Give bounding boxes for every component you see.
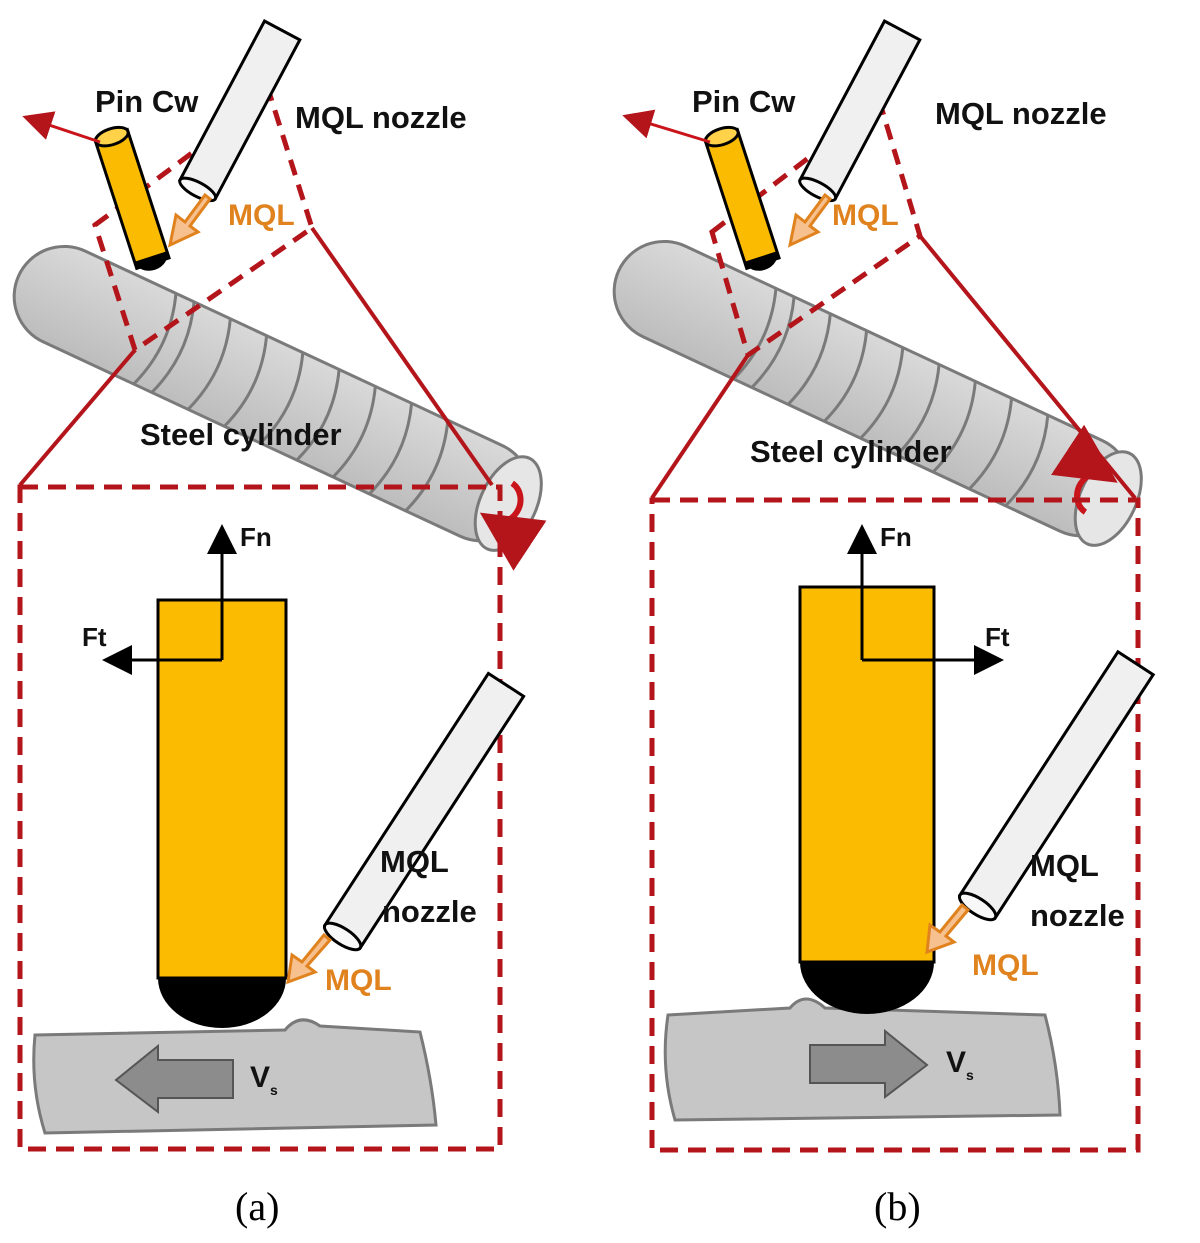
mql-detail-label-b: MQL	[972, 949, 1039, 982]
workpiece-a	[32, 1018, 438, 1135]
detail-frame-b	[649, 497, 1141, 1153]
mql-nozzle-detail-a	[322, 671, 526, 952]
mql-flow-arrow-detail-b	[925, 902, 971, 955]
nozzle-detail-label-1-b: MQL	[1030, 848, 1099, 883]
caption-b: (b)	[874, 1184, 921, 1229]
velocity-label-a: V	[250, 1061, 270, 1094]
velocity-arrow-b	[809, 1028, 929, 1100]
detail-frame-a	[17, 484, 503, 1152]
nozzle-label-a: MQL nozzle	[295, 100, 467, 135]
pin-icon-a	[93, 125, 171, 271]
cylinder-label-a: Steel cylinder	[140, 417, 342, 452]
force-normal-label-b: Fn	[880, 522, 912, 552]
mql-flow-arrow-a	[167, 192, 213, 248]
nozzle-detail-label-2-b: nozzle	[1030, 898, 1125, 933]
pin-detail-b	[798, 585, 936, 1014]
nozzle-detail-label-1-a: MQL	[380, 844, 449, 879]
velocity-subscript-a: s	[270, 1082, 278, 1098]
velocity-subscript-b: s	[966, 1067, 974, 1083]
mql-flow-arrow-b	[787, 192, 833, 248]
force-normal-label-a: Fn	[240, 522, 272, 552]
mql-label-b: MQL	[832, 199, 899, 232]
pin-detail-a	[156, 598, 288, 1028]
pin-motion-arrow-a	[22, 111, 101, 144]
mql-nozzle-icon-a	[177, 19, 302, 203]
pin-label-b: Pin Cw	[692, 84, 796, 119]
mql-nozzle-detail-b	[957, 649, 1156, 922]
steel-cylinder-a	[12, 244, 547, 571]
pin-motion-arrow-b	[622, 109, 711, 144]
panel-a: Pin Cw MQL nozzle MQL Steel cylinder V s…	[12, 19, 547, 1229]
velocity-label-b: V	[946, 1046, 966, 1079]
panel-b: Pin Cw MQL nozzle MQL Steel cylinder V s…	[612, 19, 1156, 1229]
caption-a: (a)	[235, 1184, 279, 1229]
force-tangential-label-a: Ft	[82, 622, 107, 652]
velocity-arrow-a	[114, 1043, 234, 1115]
cylinder-label-b: Steel cylinder	[750, 434, 952, 469]
steel-cylinder-b	[612, 239, 1143, 547]
pin-icon-b	[703, 125, 781, 271]
force-tangential-label-b: Ft	[985, 622, 1010, 652]
pin-label-a: Pin Cw	[95, 84, 199, 119]
nozzle-detail-label-2-a: nozzle	[382, 894, 477, 929]
mql-label-a: MQL	[228, 199, 295, 232]
mql-detail-label-a: MQL	[325, 964, 392, 997]
nozzle-label-b: MQL nozzle	[935, 96, 1107, 131]
mql-flow-arrow-detail-a	[286, 932, 333, 985]
